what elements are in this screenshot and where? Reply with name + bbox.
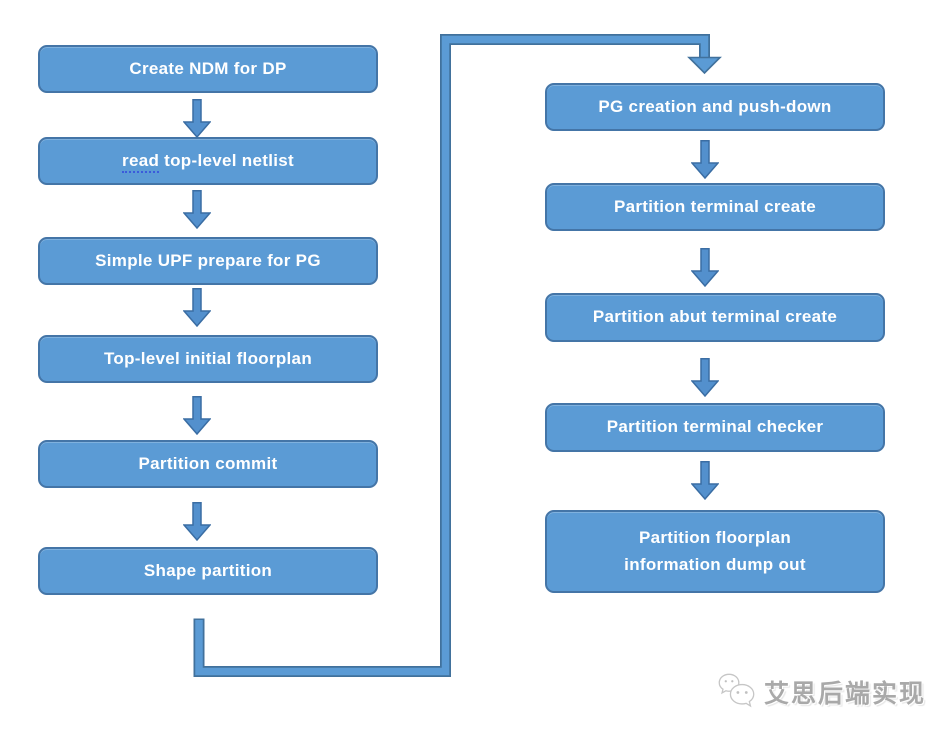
down-arrow-icon: [183, 190, 211, 229]
flow-step-label: Partition abut terminal create: [592, 307, 838, 327]
spellchecked-word: read: [122, 150, 160, 173]
flow-step-terminal-create: Partition terminal create: [545, 183, 885, 231]
flow-step-label: Partition terminal create: [613, 196, 817, 216]
flow-step-abut-terminal-create: Partition abut terminal create: [545, 293, 885, 342]
flow-step-label-line1: Partition floorplan: [638, 528, 792, 548]
down-arrow-icon: [691, 140, 719, 179]
flow-step-label-line2: information dump out: [624, 554, 806, 574]
flow-step-label: PG creation and push-down: [598, 96, 832, 116]
flow-step-label: read top-level netlist: [122, 148, 294, 174]
flow-step-label: Partition terminal checker: [606, 417, 824, 437]
flow-step-create-ndm: Create NDM for DP: [38, 45, 378, 93]
chat-bubbles-icon: [718, 673, 755, 708]
down-arrow-icon: [691, 461, 719, 500]
flow-step-pg-creation: PG creation and push-down: [545, 83, 885, 131]
flow-step-shape-partition: Shape partition: [38, 547, 378, 595]
down-arrow-icon: [183, 502, 211, 541]
flow-step-label: Partition commit: [138, 453, 278, 473]
flow-step-initial-floorplan: Top-level initial floorplan: [38, 335, 378, 383]
flow-step-label: Top-level initial floorplan: [103, 348, 313, 368]
down-arrow-icon: [691, 358, 719, 397]
watermark-text: 艾思后端实现: [763, 680, 926, 708]
flow-step-partition-commit: Partition commit: [38, 440, 378, 488]
down-arrow-icon: [691, 248, 719, 287]
down-arrow-icon: [183, 99, 211, 138]
flow-step-label: Shape partition: [143, 560, 273, 580]
down-arrow-icon: [183, 288, 211, 327]
watermark: 艾思后端实现: [716, 666, 926, 718]
flow-step-label: Simple UPF prepare for PG: [95, 250, 321, 270]
flow-step-upf-prepare: Simple UPF prepare for PG: [38, 237, 378, 285]
flow-step-terminal-checker: Partition terminal checker: [545, 403, 885, 452]
down-arrow-icon: [183, 396, 211, 435]
flow-step-label-rest: top-level netlist: [159, 150, 294, 170]
flow-step-label: Create NDM for DP: [129, 58, 287, 78]
flow-step-floorplan-dump: Partition floorplan information dump out: [545, 510, 885, 593]
connector-arrowhead-icon: [687, 56, 722, 75]
flow-step-read-netlist: read top-level netlist: [38, 137, 378, 185]
